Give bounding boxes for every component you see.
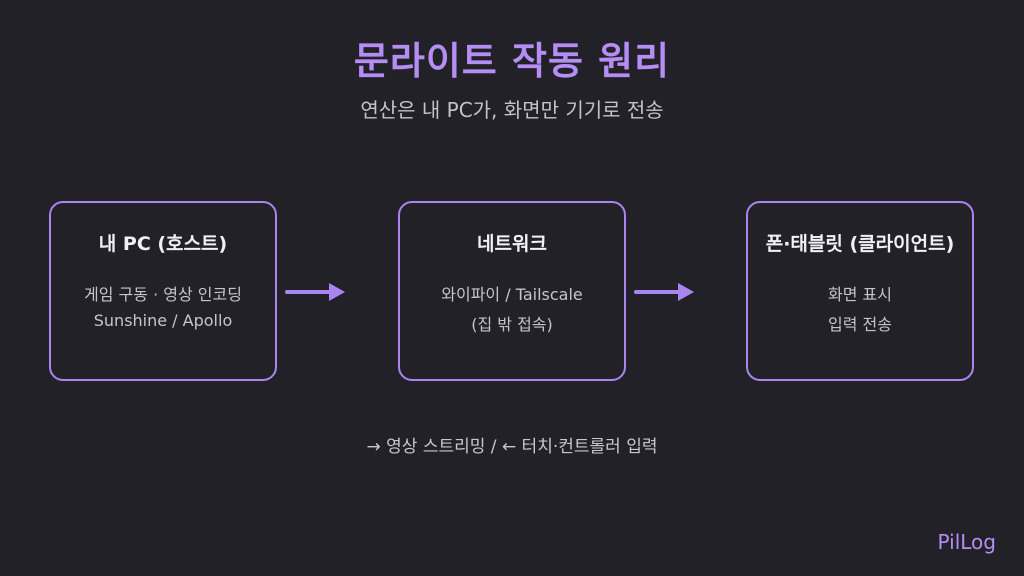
arrow-right-icon — [634, 283, 694, 301]
node-client: 폰·태블릿 (클라이언트) 화면 표시 입력 전송 — [746, 201, 974, 381]
node-host-pc-line-2: Sunshine / Apollo — [93, 311, 233, 330]
node-network: 네트워크 와이파이 / Tailscale (집 밖 접속) — [398, 201, 626, 381]
arrow-right-icon — [285, 283, 345, 301]
node-host-pc-title: 내 PC (호스트) — [98, 233, 228, 255]
node-client-title: 폰·태블릿 (클라이언트) — [765, 233, 955, 255]
node-host-pc: 내 PC (호스트) 게임 구동 · 영상 인코딩 Sunshine / Apo… — [49, 201, 277, 381]
node-network-line-1: 와이파이 / Tailscale — [441, 285, 583, 304]
node-network-line-2: (집 밖 접속) — [471, 315, 553, 334]
node-host-pc-line-1: 게임 구동 · 영상 인코딩 — [84, 285, 242, 304]
brand-logo: PilLog — [937, 530, 996, 554]
flow-note: → 영상 스트리밍 / ← 터치·컨트롤러 입력 — [366, 437, 658, 457]
node-client-line-1: 화면 표시 — [828, 285, 892, 304]
page-title: 문라이트 작동 원리 — [353, 39, 671, 83]
node-network-title: 네트워크 — [477, 233, 547, 255]
node-client-line-2: 입력 전송 — [828, 315, 892, 334]
page-subtitle: 연산은 내 PC가, 화면만 기기로 전송 — [360, 98, 664, 122]
